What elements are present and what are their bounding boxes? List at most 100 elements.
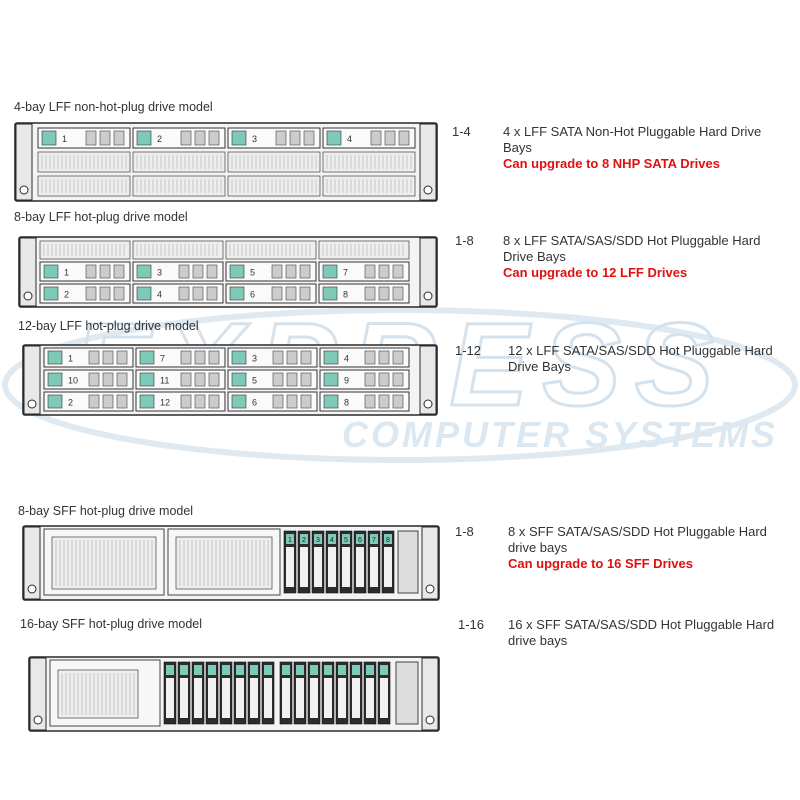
bay-latch	[364, 350, 376, 365]
sff-tag	[314, 534, 322, 544]
rack-screw	[23, 291, 33, 301]
desc-text: 8 x SFF SATA/SAS/SDD Hot Pluggable Hard …	[508, 524, 767, 555]
bay-number: 7	[160, 354, 165, 364]
bay-tag	[323, 394, 339, 409]
bay-tag	[322, 286, 338, 301]
vent-panel	[318, 240, 410, 260]
bay-latch	[392, 286, 404, 301]
bay-latch	[99, 264, 111, 279]
rack-ear-right	[419, 345, 437, 415]
bay-number: 9	[344, 376, 349, 386]
bay-latch	[88, 394, 100, 409]
sff-handle	[324, 678, 332, 718]
bay-tag	[139, 394, 155, 409]
sff-tag	[296, 665, 304, 675]
vent-panel	[132, 175, 226, 197]
bay-latch	[378, 394, 390, 409]
sff-handle	[166, 678, 174, 718]
sff-tag	[380, 665, 388, 675]
bay-latch	[194, 394, 206, 409]
bay-latch	[192, 286, 204, 301]
rack-screw	[27, 584, 37, 594]
bay-tag	[322, 264, 338, 279]
upgrade-note: Can upgrade to 8 NHP SATA Drives	[503, 156, 720, 171]
bay-tag	[323, 372, 339, 387]
bay-latch	[85, 286, 97, 301]
sff-tag	[366, 665, 374, 675]
model-label-12bay-lff: 12-bay LFF hot-plug drive model	[18, 319, 199, 333]
rack-screw	[19, 185, 29, 195]
rack-screw	[27, 399, 37, 409]
bay-latch	[194, 130, 206, 146]
bay-number: 7	[343, 268, 348, 278]
vent-panel	[37, 175, 131, 197]
sff-tag	[352, 665, 360, 675]
rack-ear-right	[421, 657, 439, 731]
vent-panel	[227, 151, 321, 173]
sff-tag	[328, 534, 336, 544]
desc-8bay-lff: 8 x LFF SATA/SAS/SDD Hot Pluggable Hard …	[503, 233, 793, 281]
bay-latch	[364, 286, 376, 301]
model-label-8bay-lff: 8-bay LFF hot-plug drive model	[14, 210, 188, 224]
bay-latch	[178, 264, 190, 279]
rack-ear-left	[19, 237, 37, 307]
bay-tag	[231, 394, 247, 409]
bay-latch	[285, 286, 297, 301]
sff-tag	[342, 534, 350, 544]
bay-latch	[180, 394, 192, 409]
chassis-16bay-sff	[28, 656, 440, 732]
bay-latch	[180, 372, 192, 387]
upgrade-note: Can upgrade to 16 SFF Drives	[508, 556, 693, 571]
bay-latch	[102, 394, 114, 409]
sff-tag	[370, 534, 378, 544]
bay-latch	[299, 286, 311, 301]
range-8bay-lff: 1-8	[455, 233, 474, 248]
rack-screw	[425, 584, 435, 594]
bay-latch	[299, 264, 311, 279]
bay-latch	[271, 264, 283, 279]
bay-latch	[208, 394, 220, 409]
bay-tag	[229, 264, 245, 279]
sff-tag	[300, 534, 308, 544]
rack-ear-left	[15, 123, 33, 201]
bay-latch	[300, 372, 312, 387]
bay-tag	[47, 394, 63, 409]
bay-latch	[378, 372, 390, 387]
bay-number: 6	[358, 537, 362, 544]
bay-latch	[116, 394, 128, 409]
rack-ear-left	[23, 345, 41, 415]
bay-number: 2	[302, 537, 306, 544]
bay-number: 3	[316, 537, 320, 544]
bay-latch	[99, 286, 111, 301]
bay-number: 12	[160, 398, 170, 408]
watermark-tagline: COMPUTER SYSTEMS	[342, 414, 778, 455]
bay-number: 3	[252, 354, 257, 364]
sff-handle	[208, 678, 216, 718]
bay-number: 6	[252, 398, 257, 408]
bay-latch	[364, 372, 376, 387]
bay-number: 4	[157, 290, 162, 300]
sff-tag	[264, 665, 272, 675]
bay-latch	[286, 372, 298, 387]
sff-tag	[180, 665, 188, 675]
sff-handle	[356, 547, 364, 587]
front-panel-controls	[397, 530, 419, 594]
bay-number: 2	[157, 134, 162, 144]
bay-number: 8	[343, 290, 348, 300]
sff-handle	[264, 678, 272, 718]
bay-tag	[326, 130, 342, 146]
rack-ear-right	[419, 237, 437, 307]
sff-handle	[180, 678, 188, 718]
bay-number: 4	[347, 134, 352, 144]
bay-number: 8	[344, 398, 349, 408]
bay-latch	[364, 394, 376, 409]
bay-tag	[136, 286, 152, 301]
vent-panel	[322, 151, 416, 173]
sff-tag	[282, 665, 290, 675]
sff-tag	[356, 534, 364, 544]
sff-handle	[366, 678, 374, 718]
bay-latch	[194, 350, 206, 365]
rack-screw	[423, 185, 433, 195]
